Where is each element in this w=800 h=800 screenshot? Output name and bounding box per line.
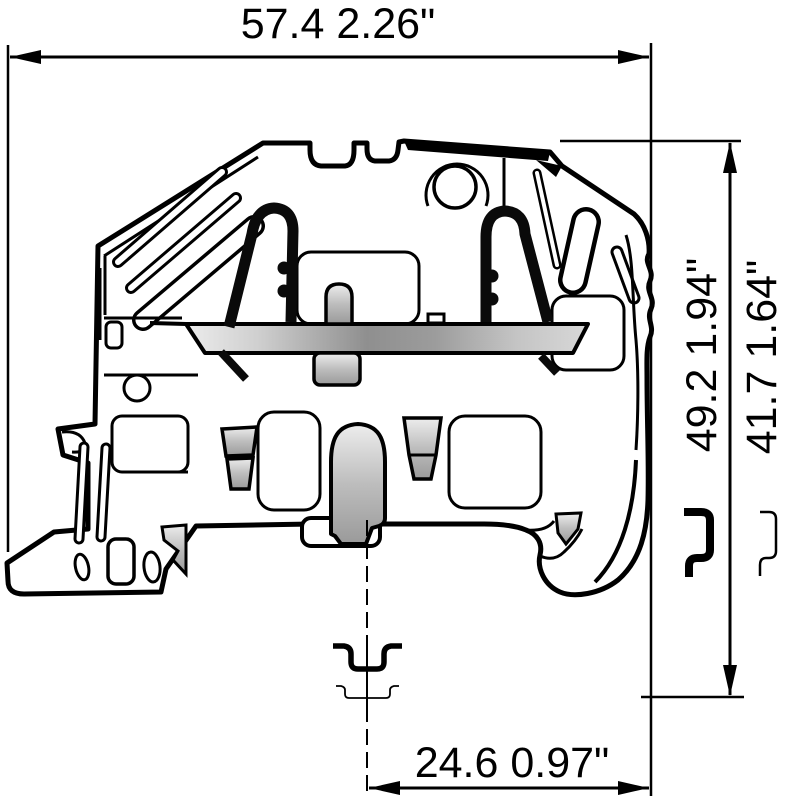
- hook-wedge: [554, 511, 583, 547]
- din-rail-hat-symbol-bold: [333, 643, 402, 672]
- left-pocket: [104, 320, 124, 350]
- dimension-width-total-label: 57.4 2.26": [241, 0, 436, 48]
- dimension-annotations: 57.4 2.26" 49.2 1.94" 41.7 1.64" 24: [6, 0, 786, 796]
- arrowhead-left: [10, 50, 41, 64]
- arrowhead-down: [723, 665, 737, 696]
- chamber-lower-right: [447, 414, 543, 510]
- chamber-lower-mid: [256, 410, 322, 512]
- right-inner-wall: [624, 234, 640, 451]
- arrowhead-left: [369, 781, 400, 795]
- arrowhead-up: [723, 142, 737, 173]
- spring-clamp-right: [480, 205, 560, 376]
- dimension-width-total: 57.4 2.26": [10, 0, 649, 64]
- clamp-wedge-left-lower: [225, 456, 256, 491]
- test-hole: [432, 164, 478, 210]
- hook-inner-lines: [523, 520, 584, 560]
- rail-profile-symbol-thin: [758, 510, 778, 576]
- top-right-slots: [532, 168, 641, 305]
- chamber-center: [295, 250, 421, 326]
- corner-wedge: [536, 160, 562, 177]
- dimension-width-foot-label: 24.6 0.97": [415, 739, 610, 787]
- dimension-width-foot: 24.6 0.97": [369, 739, 649, 795]
- rail-profile-symbol-bold: [684, 508, 714, 577]
- pivot-hole: [122, 373, 152, 403]
- left-edge-rib: [95, 268, 102, 340]
- dimension-height-total: 49.2 1.94": [678, 142, 737, 696]
- terminal-block-body: [4, 138, 655, 598]
- dimension-height-total-label: 49.2 1.94": [678, 258, 726, 453]
- busbar-left-line: [149, 321, 187, 326]
- busbar-bump: [426, 312, 446, 325]
- foot-slots: [73, 441, 112, 545]
- foot-hole-left: [73, 552, 91, 582]
- tongue-below-bar: [312, 351, 362, 387]
- foot-hole-square: [106, 537, 136, 586]
- arrowhead-right: [618, 781, 649, 795]
- slant-slots: [112, 166, 265, 331]
- hole-lobe: [424, 162, 490, 207]
- dimension-height-rail-label: 41.7 1.64": [738, 260, 786, 455]
- busbar: [184, 322, 590, 355]
- arrowhead-right: [618, 50, 649, 64]
- foot-wedge: [160, 523, 188, 578]
- foot-hole-right: [142, 550, 162, 584]
- right-foot-inner-curve: [593, 459, 638, 584]
- rail-release-pusher: [329, 422, 387, 546]
- clamp-wedge-left-upper: [219, 425, 260, 458]
- din-rail-hat-symbol-thin: [336, 685, 399, 699]
- spring-clamp-left: [218, 202, 299, 382]
- pin-above-bar: [324, 282, 354, 326]
- left-walls: [104, 316, 198, 474]
- top-metal-sliver: [404, 141, 550, 161]
- chamber-lower-left: [110, 414, 190, 474]
